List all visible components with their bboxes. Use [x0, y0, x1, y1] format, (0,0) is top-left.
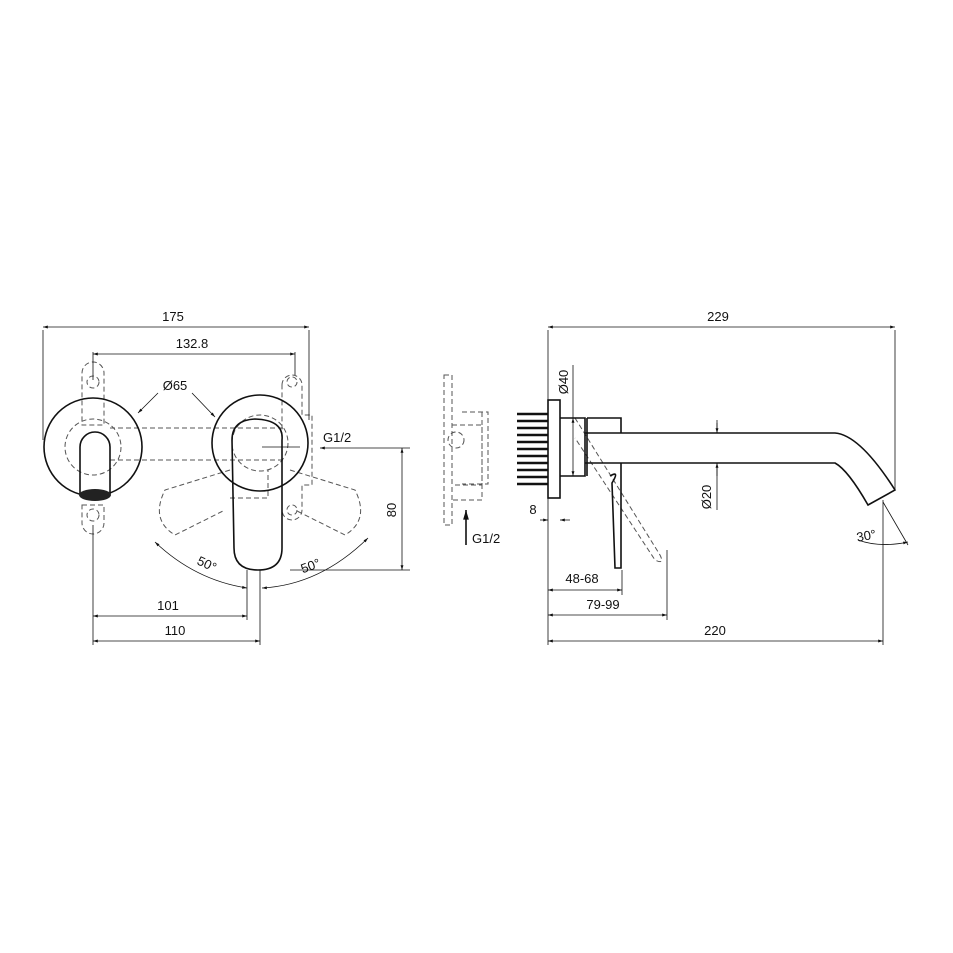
spout-aerator — [79, 489, 111, 501]
front-view: 175 132.8 Ø65 G1/2 80 50° 50° 101 110 — [42, 309, 410, 645]
spout-outline — [79, 431, 111, 494]
dim-110: 110 — [165, 623, 186, 638]
dim-48-68: 48-68 — [565, 571, 598, 586]
inlet-label-front: G1/2 — [323, 430, 351, 445]
dimensions — [42, 325, 410, 645]
angle-left: 50° — [195, 553, 219, 575]
dim-spout-diameter: Ø20 — [699, 485, 714, 510]
dim-220: 220 — [704, 623, 726, 638]
dim-175: 175 — [162, 309, 184, 324]
dim-132-8: 132.8 — [176, 336, 209, 351]
spout — [585, 432, 897, 507]
hidden-body — [443, 374, 663, 563]
spout-angle: 30° — [855, 526, 877, 544]
lever-side — [609, 463, 622, 569]
right-rosette — [211, 394, 309, 492]
hidden-lines — [64, 361, 362, 536]
dim-flange-diameter: Ø40 — [556, 370, 571, 395]
lever-handle — [231, 418, 283, 571]
left-rosette — [43, 397, 143, 497]
dimensions-side — [463, 325, 909, 645]
inlet-label-side: G1/2 — [472, 531, 500, 546]
body — [560, 417, 622, 477]
dim-80: 80 — [384, 503, 399, 517]
dim-79-99: 79-99 — [586, 597, 619, 612]
flange — [547, 399, 561, 499]
thread — [517, 412, 548, 486]
dim-rosette-diameter: Ø65 — [163, 378, 188, 393]
dim-101: 101 — [157, 598, 179, 613]
side-view: 229 Ø40 Ø20 8 G1/2 48-68 79-99 220 30° — [443, 309, 909, 645]
dim-8: 8 — [529, 502, 536, 517]
dim-229: 229 — [707, 309, 729, 324]
angle-right: 50° — [299, 555, 323, 576]
